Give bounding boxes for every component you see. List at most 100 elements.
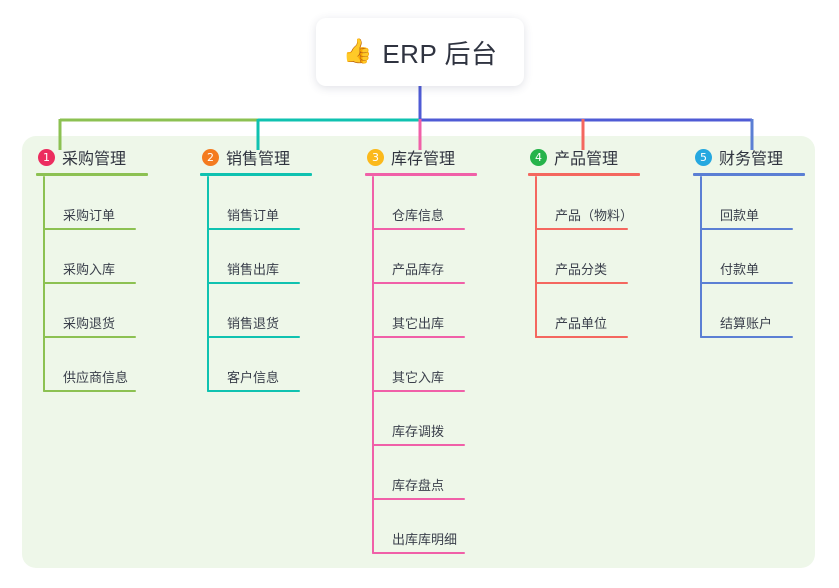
list-item-label: 出库库明细 [392, 532, 458, 547]
branch-title: 销售管理 [226, 151, 291, 168]
branch-title: 财务管理 [719, 151, 784, 168]
list-item-underline [43, 336, 136, 338]
diagram-background-panel [22, 136, 815, 568]
list-item-underline [700, 282, 793, 284]
list-item-underline [207, 336, 300, 338]
list-item[interactable]: 其它出库 [372, 284, 525, 338]
branch-column-5: 5 财务管理 回款单 付款单 结算账户 [693, 146, 839, 338]
thumbs-up-icon: 👍 [342, 38, 373, 65]
list-item-underline [207, 390, 300, 392]
list-item-underline [372, 444, 465, 446]
list-item-underline [43, 390, 136, 392]
list-item[interactable]: 采购订单 [43, 176, 196, 230]
branch-header-bar [693, 173, 805, 176]
list-item[interactable]: 回款单 [700, 176, 839, 230]
list-item[interactable]: 采购入库 [43, 230, 196, 284]
list-item-underline [535, 228, 628, 230]
list-item-label: 供应商信息 [63, 370, 129, 385]
list-item[interactable]: 销售订单 [207, 176, 360, 230]
list-item-label: 库存盘点 [392, 478, 445, 493]
list-item[interactable]: 付款单 [700, 230, 839, 284]
branch-trunk-line [207, 176, 209, 392]
list-item[interactable]: 产品单位 [535, 284, 688, 338]
branch-trunk-line [372, 176, 374, 554]
branch-item-list-3: 仓库信息 产品库存 其它出库 其它入库 库存调拨 库存盘点 出库库明细 [372, 176, 525, 554]
list-item-underline [700, 228, 793, 230]
branch-header-5[interactable]: 5 财务管理 [693, 146, 839, 168]
branch-trunk-line [43, 176, 45, 392]
list-item[interactable]: 采购退货 [43, 284, 196, 338]
branch-header-2[interactable]: 2 销售管理 [200, 146, 360, 168]
list-item-label: 产品库存 [392, 262, 445, 277]
branch-column-2: 2 销售管理 销售订单 销售出库 销售退货 客户信息 [200, 146, 360, 392]
root-node-card[interactable]: 👍 ERP 后台 [316, 18, 524, 86]
branch-item-list-5: 回款单 付款单 结算账户 [700, 176, 839, 338]
list-item-label: 付款单 [720, 262, 760, 277]
branch-header-4[interactable]: 4 产品管理 [528, 146, 688, 168]
list-item-underline [372, 336, 465, 338]
branch-item-list-2: 销售订单 销售出库 销售退货 客户信息 [207, 176, 360, 392]
list-item-underline [372, 228, 465, 230]
list-item[interactable]: 出库库明细 [372, 500, 525, 554]
list-item-label: 库存调拨 [392, 424, 445, 439]
list-item[interactable]: 结算账户 [700, 284, 839, 338]
list-item-underline [372, 390, 465, 392]
list-item-underline [207, 228, 300, 230]
list-item-label: 产品（物料） [555, 208, 634, 223]
branch-number-badge: 3 [367, 148, 384, 166]
branch-number-badge: 4 [530, 148, 547, 166]
branch-item-list-4: 产品（物料） 产品分类 产品单位 [535, 176, 688, 338]
branch-number-badge: 2 [202, 148, 219, 166]
branch-header-bar [528, 173, 640, 176]
branch-column-1: 1 采购管理 采购订单 采购入库 采购退货 供应商信息 [36, 146, 196, 392]
list-item-underline [700, 336, 793, 338]
list-item[interactable]: 其它入库 [372, 338, 525, 392]
list-item[interactable]: 销售退货 [207, 284, 360, 338]
list-item-label: 仓库信息 [392, 208, 445, 223]
list-item[interactable]: 库存盘点 [372, 446, 525, 500]
list-item-label: 销售订单 [227, 208, 280, 223]
branch-trunk-line [535, 176, 537, 338]
list-item-underline [535, 336, 628, 338]
list-item-label: 其它入库 [392, 370, 445, 385]
list-item[interactable]: 客户信息 [207, 338, 360, 392]
list-item-underline [372, 552, 465, 554]
list-item-label: 其它出库 [392, 316, 445, 331]
list-item-underline [372, 282, 465, 284]
list-item-label: 产品单位 [555, 316, 608, 331]
branch-title: 库存管理 [391, 151, 456, 168]
list-item[interactable]: 产品（物料） [535, 176, 688, 230]
list-item-label: 销售退货 [227, 316, 280, 331]
branch-number-badge: 5 [695, 148, 712, 166]
branch-column-4: 4 产品管理 产品（物料） 产品分类 产品单位 [528, 146, 688, 338]
branch-header-3[interactable]: 3 库存管理 [365, 146, 525, 168]
branch-header-1[interactable]: 1 采购管理 [36, 146, 196, 168]
branch-header-bar [200, 173, 312, 176]
branch-column-3: 3 库存管理 仓库信息 产品库存 其它出库 其它入库 库存调拨 库存盘点 [365, 146, 525, 554]
list-item-label: 产品分类 [555, 262, 608, 277]
list-item[interactable]: 产品库存 [372, 230, 525, 284]
list-item-label: 客户信息 [227, 370, 280, 385]
list-item-label: 采购入库 [63, 262, 116, 277]
list-item-label: 采购订单 [63, 208, 116, 223]
list-item[interactable]: 产品分类 [535, 230, 688, 284]
list-item-underline [535, 282, 628, 284]
list-item-label: 采购退货 [63, 316, 116, 331]
list-item-underline [372, 498, 465, 500]
root-node-title: ERP 后台 [382, 38, 498, 69]
list-item[interactable]: 仓库信息 [372, 176, 525, 230]
list-item-underline [207, 282, 300, 284]
list-item-underline [43, 228, 136, 230]
branch-title: 采购管理 [62, 151, 127, 168]
branch-item-list-1: 采购订单 采购入库 采购退货 供应商信息 [43, 176, 196, 392]
list-item-label: 回款单 [720, 208, 760, 223]
list-item[interactable]: 供应商信息 [43, 338, 196, 392]
branch-header-bar [365, 173, 477, 176]
list-item-underline [43, 282, 136, 284]
branch-header-bar [36, 173, 148, 176]
branch-number-badge: 1 [38, 148, 55, 166]
list-item[interactable]: 库存调拨 [372, 392, 525, 446]
list-item-label: 销售出库 [227, 262, 280, 277]
list-item-label: 结算账户 [720, 316, 773, 331]
list-item[interactable]: 销售出库 [207, 230, 360, 284]
